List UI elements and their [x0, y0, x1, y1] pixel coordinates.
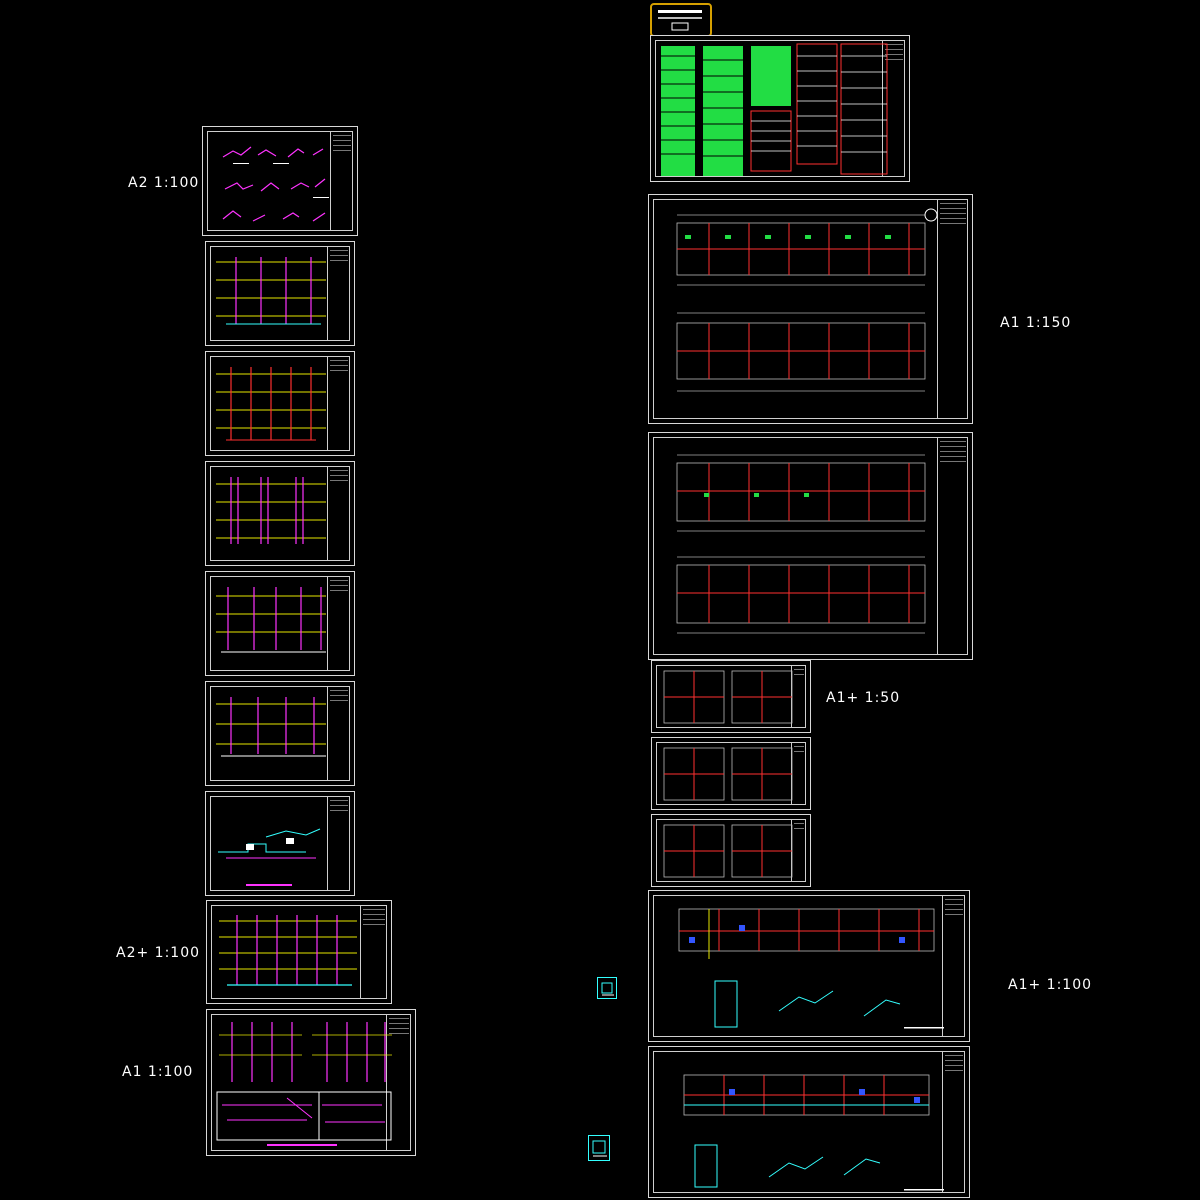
basement-plan-and-details [683, 1074, 944, 1191]
drawing-sheet-a2plus[interactable] [206, 900, 392, 1004]
drawing-sheet-basement-plan-2[interactable] [648, 1046, 970, 1198]
unit-plan-details [663, 747, 793, 801]
detail-sketch [592, 1140, 607, 1157]
drawing-sheet-floor-plan-2[interactable] [648, 432, 973, 660]
detail-sketch [601, 982, 614, 996]
scale-label-a1plus-100: A1+ 1:100 [1008, 977, 1093, 993]
scale-label-a1plus-50: A1+ 1:50 [826, 690, 901, 706]
drawing-sheet-a2-7[interactable] [205, 791, 355, 896]
riser-diagram [216, 367, 326, 441]
drawing-sheet-general-notes[interactable] [650, 35, 910, 182]
riser-and-plan-diagram [216, 1022, 392, 1146]
stamp-graphic [658, 10, 702, 31]
scale-label-a2-100: A2 1:100 [128, 175, 200, 191]
riser-diagram [219, 915, 357, 986]
drawing-sheet-a2-6[interactable] [205, 681, 355, 786]
drawing-sheet-floor-plan-1[interactable] [648, 194, 973, 424]
drawing-sheet-unit-detail-2[interactable] [651, 737, 811, 810]
drawing-sheet-basement-plan-1[interactable] [648, 890, 970, 1042]
scale-label-a1-100: A1 1:100 [122, 1064, 194, 1080]
riser-diagram [216, 587, 326, 653]
floor-plans [676, 454, 926, 634]
detail-block-small-1[interactable] [597, 977, 617, 999]
notes-and-legend-tables [661, 43, 888, 176]
riser-diagram [216, 477, 326, 544]
drawing-sheet-a2-5[interactable] [205, 571, 355, 676]
scale-label-a1-150: A1 1:150 [1000, 315, 1072, 331]
pipe-profile-section [218, 828, 321, 886]
approval-stamp [650, 3, 712, 37]
detail-block-small-2[interactable] [588, 1135, 610, 1161]
axonometric-pipe-details [222, 146, 329, 222]
scale-label-a2plus-100: A2+ 1:100 [116, 945, 201, 961]
riser-diagram [216, 257, 326, 325]
unit-plan-details [663, 824, 793, 878]
drawing-sheet-a2-1[interactable] [202, 126, 358, 236]
drawing-sheet-a2-4[interactable] [205, 461, 355, 566]
floor-plans [676, 208, 938, 392]
unit-plan-details [663, 670, 793, 724]
drawing-sheet-a2-3[interactable] [205, 351, 355, 456]
drawing-sheet-a1-left[interactable] [206, 1009, 416, 1156]
riser-diagram [216, 697, 326, 757]
drawing-sheet-unit-detail-1[interactable] [651, 660, 811, 733]
drawing-sheet-unit-detail-3[interactable] [651, 814, 811, 887]
basement-plan-and-details [678, 908, 944, 1029]
drawing-sheet-a2-2[interactable] [205, 241, 355, 346]
